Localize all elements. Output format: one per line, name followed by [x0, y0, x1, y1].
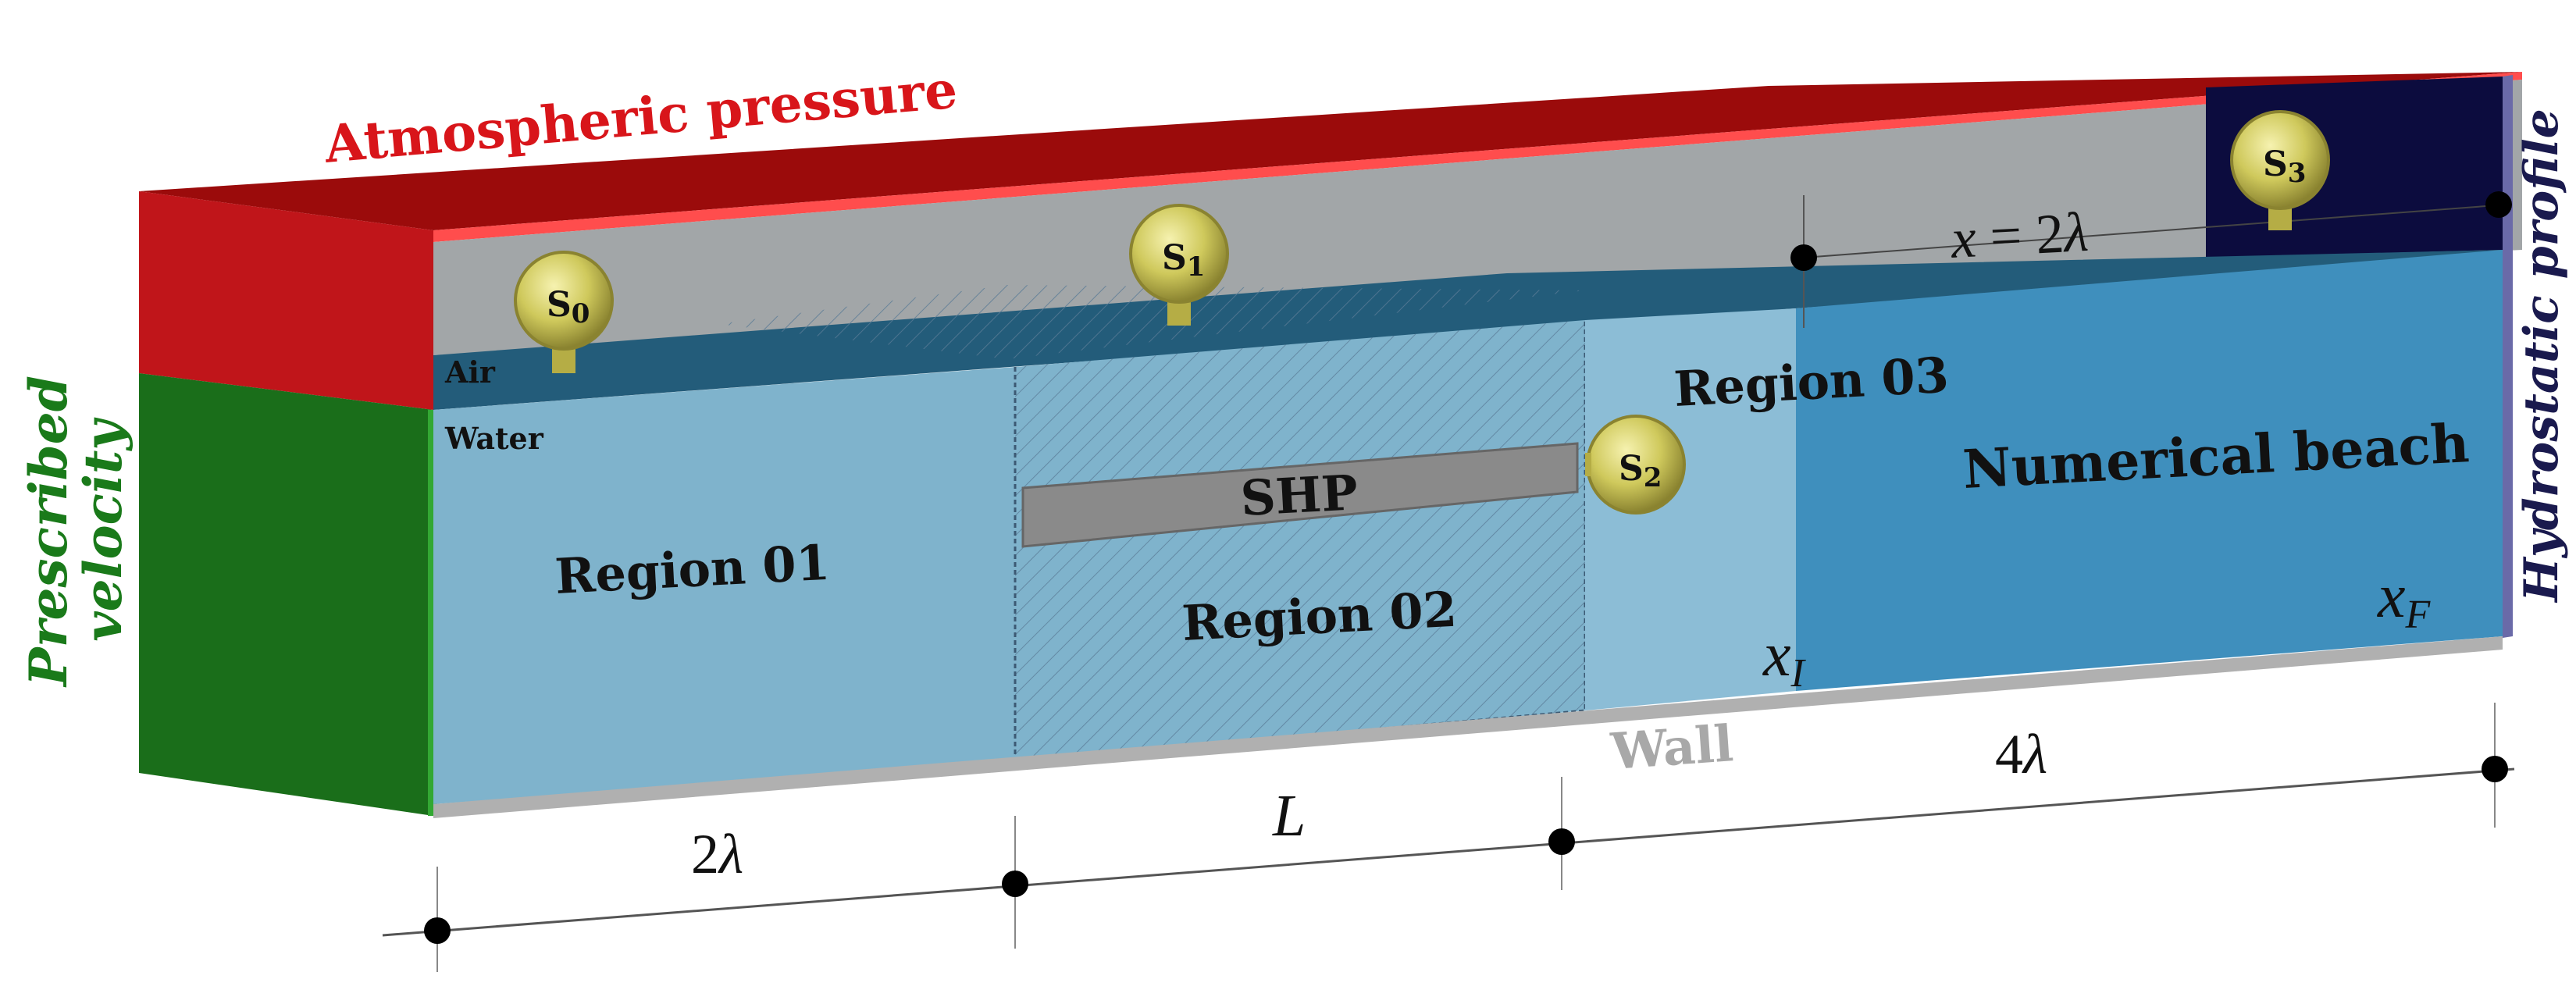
hydro-marker-dot: [2485, 191, 2512, 218]
sensor-s0-label: S0: [547, 285, 590, 329]
prescribed-velocity-label-2: velocity: [73, 417, 134, 642]
sensor-s3-label: S3: [2263, 144, 2306, 189]
atmospheric-top-face: [139, 72, 2522, 230]
bottom-wall: [433, 636, 2503, 818]
atmospheric-top-face-front: [433, 72, 2522, 242]
dimension-4lambda-label: 4λ: [1995, 723, 2047, 785]
dimension-L-label: L: [1272, 783, 1306, 849]
prescribed-velocity-label: Prescribed: [18, 376, 79, 688]
free-surface-hatch: [718, 285, 1585, 359]
air-label: Air: [444, 354, 496, 390]
dimension-dot-1: [1002, 871, 1028, 897]
dimension-dot-2: [1548, 828, 1575, 855]
dimension-line: [382, 767, 2515, 937]
velocity-left-face: [139, 373, 433, 816]
water-region-02-hatch: [1015, 320, 1585, 761]
air-region: [433, 80, 2522, 355]
dimension-dot-0: [424, 917, 451, 944]
sensor-s2-label: S2: [1619, 449, 1662, 493]
dimension-2lambda-label: 2λ: [691, 823, 743, 885]
xI-marker-label: xI: [1762, 621, 1807, 696]
x2-marker-guide: [1803, 204, 2507, 258]
dimension-dot-3: [2482, 756, 2508, 782]
sensor-s1-label: S1: [1162, 238, 1205, 283]
sensor-s0: [514, 251, 614, 373]
water-label: Water: [444, 421, 544, 456]
sensor-s2: [1585, 415, 1686, 515]
sensor-s3: [2230, 110, 2330, 230]
shp-label: SHP: [1239, 464, 1359, 527]
numerical-beach-region: [1796, 250, 2503, 691]
hydrostatic-profile-label: Hydrostatic profile: [2514, 109, 2569, 604]
x2-marker-dot: [1790, 244, 1817, 271]
water-region-01: [433, 367, 1015, 804]
wall-label: Wall: [1609, 714, 1735, 782]
hydrostatic-right-edge: [2503, 75, 2513, 638]
x-equals-2lambda-label: x = 2λ: [1949, 201, 2090, 270]
water-region-03: [1585, 308, 1796, 710]
shp-plate: [1021, 442, 1579, 548]
sensor-s1: [1129, 204, 1229, 326]
xF-marker-label: xF: [2377, 562, 2432, 637]
atmospheric-left-face: [139, 191, 433, 410]
